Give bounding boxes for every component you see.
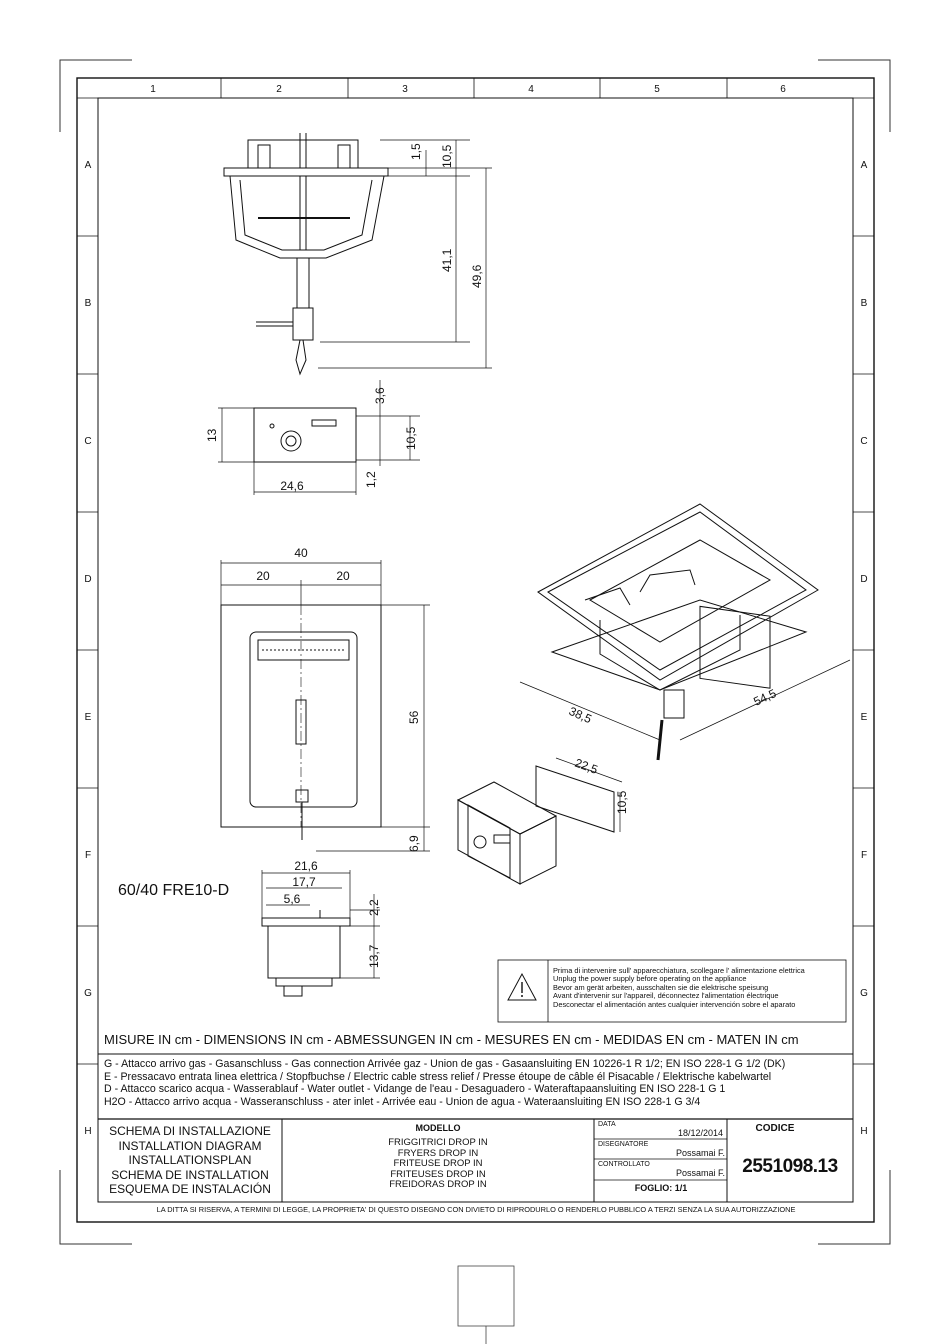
code-header: CODICE	[755, 1123, 795, 1134]
dim-iso-38-5: 38,5	[567, 704, 594, 726]
grid-row-a: A	[85, 160, 92, 171]
dim-iso-54-5: 54,5	[751, 686, 778, 709]
warning-line: Prima di intervenire sull' apparecchiatu…	[553, 967, 805, 975]
dim-side-13-7: 13,7	[367, 944, 381, 968]
plan-view-drawing	[220, 604, 382, 840]
date-label: DATA	[598, 1121, 616, 1128]
model-line: FREIDORAS DROP IN	[389, 1179, 487, 1190]
warning-triangle-icon	[507, 972, 537, 1001]
model-header: MODELLO	[415, 1123, 461, 1133]
dim-plan-56: 56	[407, 710, 421, 724]
checked-label: CONTROLLATO	[598, 1161, 650, 1168]
side-view-drawing	[261, 910, 351, 997]
grid-row-b-right: B	[861, 298, 868, 309]
warning-line: Unplug the power supply before operating…	[553, 974, 747, 984]
grid-row-b: B	[85, 298, 92, 309]
grid-col-3: 3	[402, 84, 408, 95]
warning-text: Prima di intervenire sull' apparecchiatu…	[553, 967, 845, 1009]
warning-line: Bevor am gerät arbeiten, ausschalten sie…	[553, 982, 769, 992]
front-view-drawing	[223, 133, 389, 376]
dim-ctrl-1-2: 1,2	[364, 471, 378, 488]
grid-row-g-right: G	[860, 988, 868, 999]
grid-row-a-right: A	[861, 160, 868, 171]
sheet-number: FOGLIO: 1/1	[634, 1183, 688, 1193]
grid-row-g: G	[84, 988, 92, 999]
measures-note: MISURE IN cm - DIMENSIONS IN cm - ABMESS…	[104, 1032, 799, 1047]
dim-front-10-5: 10,5	[440, 144, 454, 168]
dim-side-17-7: 17,7	[292, 875, 316, 889]
title-line: SCHEMA DI INSTALLAZIONE	[109, 1124, 271, 1138]
dim-plan-6-9: 6,9	[407, 835, 421, 852]
grid-col-2: 2	[276, 84, 282, 95]
dim-iso-10-5: 10,5	[615, 790, 629, 814]
warning-line: Desconectar el alimentación antes cualqu…	[553, 999, 796, 1009]
dim-ctrl-10-5: 10,5	[404, 426, 418, 450]
model-line: FRITEUSE DROP IN	[393, 1158, 483, 1169]
title-line: INSTALLATIONSPLAN	[128, 1153, 252, 1167]
copyright-note: LA DITTA SI RISERVA, A TERMINI DI LEGGE,…	[156, 1205, 796, 1214]
grid-row-h-right: H	[860, 1126, 867, 1137]
title-line: SCHEMA DE INSTALLATION	[111, 1167, 269, 1182]
model-line: FRIGGITRICI DROP IN	[388, 1137, 488, 1148]
dim-plan-20-left: 20	[256, 569, 270, 583]
grid-row-h: H	[84, 1126, 91, 1137]
model-line: FRITEUSES DROP IN	[390, 1168, 486, 1180]
dim-ctrl-13: 13	[205, 428, 219, 442]
model-label: 60/40 FRE10-D	[118, 882, 230, 899]
dim-ctrl-24-6: 24,6	[280, 479, 304, 493]
grid-row-e: E	[85, 712, 92, 723]
model-names: FRIGGITRICI DROP IN FRYERS DROP IN FRITE…	[282, 1137, 594, 1191]
legend-line-drain: D - Attacco scarico acqua - Wasserablauf…	[104, 1083, 726, 1096]
title-line: INSTALLATION DIAGRAM	[118, 1138, 262, 1153]
title-line: ESQUEMA DE INSTALACIÓN	[109, 1182, 271, 1196]
dim-side-2-2: 2,2	[367, 899, 381, 916]
grid-row-c: C	[84, 436, 91, 447]
dim-plan-40: 40	[294, 546, 308, 560]
control-panel-drawing	[253, 407, 357, 463]
grid-col-5: 5	[654, 84, 660, 95]
dim-side-5-6: 5,6	[284, 892, 301, 906]
legend-line-electric: E - Pressacavo entrata linea elettrica /…	[104, 1070, 772, 1083]
grid-row-d-right: D	[860, 574, 867, 585]
connections-legend: G - Attacco arrivo gas - Gasanschluss - …	[104, 1058, 852, 1108]
title-block-title: SCHEMA DI INSTALLAZIONE INSTALLATION DIA…	[100, 1124, 280, 1197]
model-line: FRYERS DROP IN	[397, 1147, 479, 1159]
legend-line-gas: G - Attacco arrivo gas - Gasanschluss - …	[104, 1058, 786, 1070]
dim-front-1-5: 1,5	[409, 143, 423, 160]
dim-side-21-6: 21,6	[294, 859, 318, 873]
dim-ctrl-3-6: 3,6	[373, 387, 387, 404]
date-value: 18/12/2014	[678, 1128, 724, 1138]
designer-label: DISEGNATORE	[598, 1141, 649, 1148]
dim-iso-22-5: 22,5	[573, 756, 600, 777]
designer-value: Possamai F.	[676, 1148, 726, 1158]
grid-row-f: F	[85, 850, 91, 861]
grid-row-c-right: C	[860, 436, 867, 447]
checked-value: Possamai F.	[676, 1168, 726, 1178]
grid-col-4: 4	[528, 84, 534, 95]
drawing-code: 2551098.13	[742, 1156, 838, 1177]
grid-col-1: 1	[150, 84, 156, 95]
warning-line: Avant d'intervenir sur l'appareil, décon…	[553, 991, 779, 1001]
dim-front-41-1: 41,1	[440, 248, 454, 272]
isometric-control-box-drawing	[456, 765, 615, 885]
warning-box	[497, 959, 847, 1023]
legend-line-water: H2O - Attacco arrivo acqua - Wasseransch…	[104, 1095, 701, 1108]
grid-row-d: D	[84, 574, 91, 585]
grid-col-6: 6	[780, 84, 786, 95]
grid-row-e-right: E	[861, 712, 868, 723]
dim-front-49-6: 49,6	[470, 264, 484, 288]
dim-plan-20-right: 20	[336, 569, 350, 583]
grid-row-f-right: F	[861, 850, 867, 861]
